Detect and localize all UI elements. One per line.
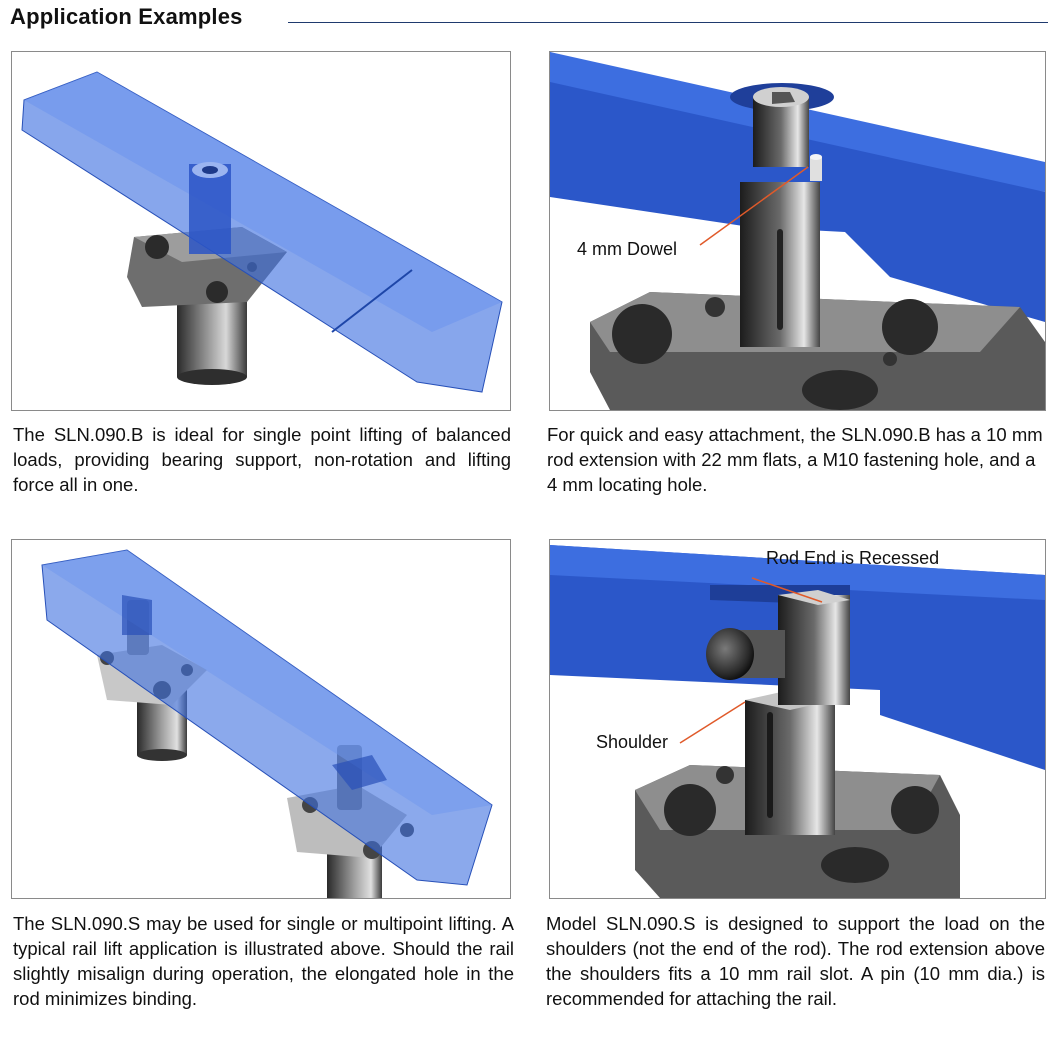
caption-sln090b-attachment: For quick and easy attachment, the SLN.0… bbox=[547, 424, 1043, 495]
callout-dowel: 4 mm Dowel bbox=[577, 239, 678, 259]
caption-sln090s-multipoint: The SLN.090.S may be used for single or … bbox=[13, 913, 514, 1009]
image-sln090b-lifting bbox=[11, 51, 511, 411]
title-rule bbox=[288, 22, 1048, 23]
image-sln090b-attachment bbox=[549, 51, 1046, 411]
callout-rod-end-recessed: Rod End is Recessed bbox=[766, 548, 940, 568]
callout-shoulder: Shoulder bbox=[596, 732, 669, 752]
image-sln090s-shoulders bbox=[549, 539, 1046, 899]
caption-sln090s-shoulders: Model SLN.090.S is designed to support t… bbox=[546, 913, 1045, 1009]
page-title: Application Examples bbox=[10, 4, 243, 29]
caption-sln090b-lifting: The SLN.090.B is ideal for single point … bbox=[13, 424, 511, 495]
image-sln090s-multipoint bbox=[11, 539, 511, 899]
